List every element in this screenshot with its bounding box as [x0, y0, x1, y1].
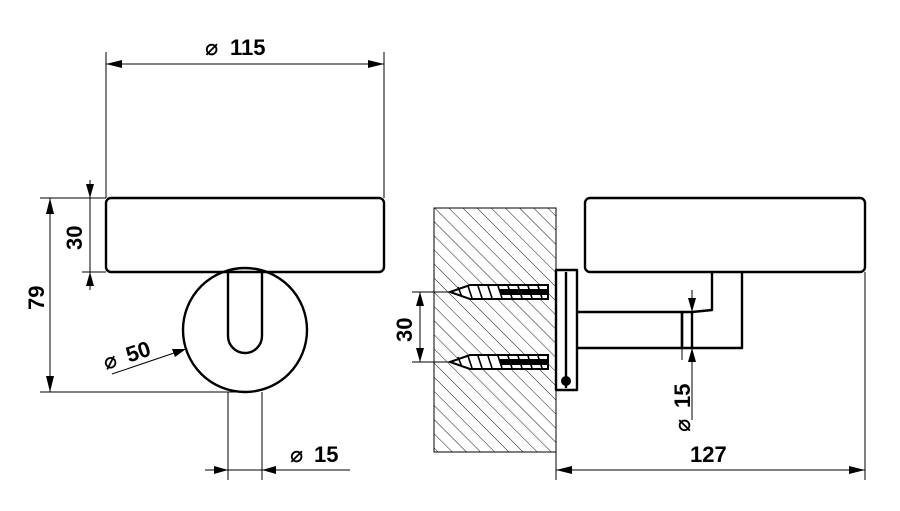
- screw-bottom: [446, 354, 549, 370]
- stem-front: [226, 272, 264, 355]
- arm-side: [577, 310, 684, 350]
- rosette-circle: [181, 266, 309, 394]
- screw-top: [446, 284, 549, 300]
- rosette-diameter-value: 50: [123, 336, 154, 367]
- diameter-symbol: ⌀: [205, 35, 218, 60]
- label-stem-front-diameter: ⌀ 15: [290, 442, 338, 467]
- dish-side: [583, 196, 867, 274]
- screw-spacing-value: 30: [392, 318, 417, 342]
- wall-plate: [554, 268, 579, 392]
- side-view: 30 ⌀ 15 127: [392, 196, 867, 480]
- wall-section: [433, 207, 557, 453]
- projection-value: 127: [690, 442, 727, 467]
- diameter-symbol: ⌀: [290, 442, 303, 467]
- label-stem-side-diameter: ⌀ 15: [670, 384, 695, 432]
- support-side: [691, 272, 744, 350]
- dish-front: [104, 196, 386, 274]
- diameter-symbol: ⌀: [100, 347, 120, 375]
- total-height-value: 79: [24, 286, 49, 310]
- stem-front-diameter-value: 15: [314, 442, 338, 467]
- front-height-value: 30: [62, 226, 87, 250]
- diameter-symbol: ⌀: [670, 419, 695, 432]
- arm-joint: [680, 310, 694, 350]
- set-screw: [561, 376, 571, 386]
- label-top-width: ⌀ 115: [205, 35, 266, 60]
- stem-side-diameter-value: 15: [670, 384, 695, 408]
- front-view: ⌀ 115 30 79 ⌀ 50 ⌀: [24, 35, 386, 480]
- top-width-value: 115: [230, 35, 266, 60]
